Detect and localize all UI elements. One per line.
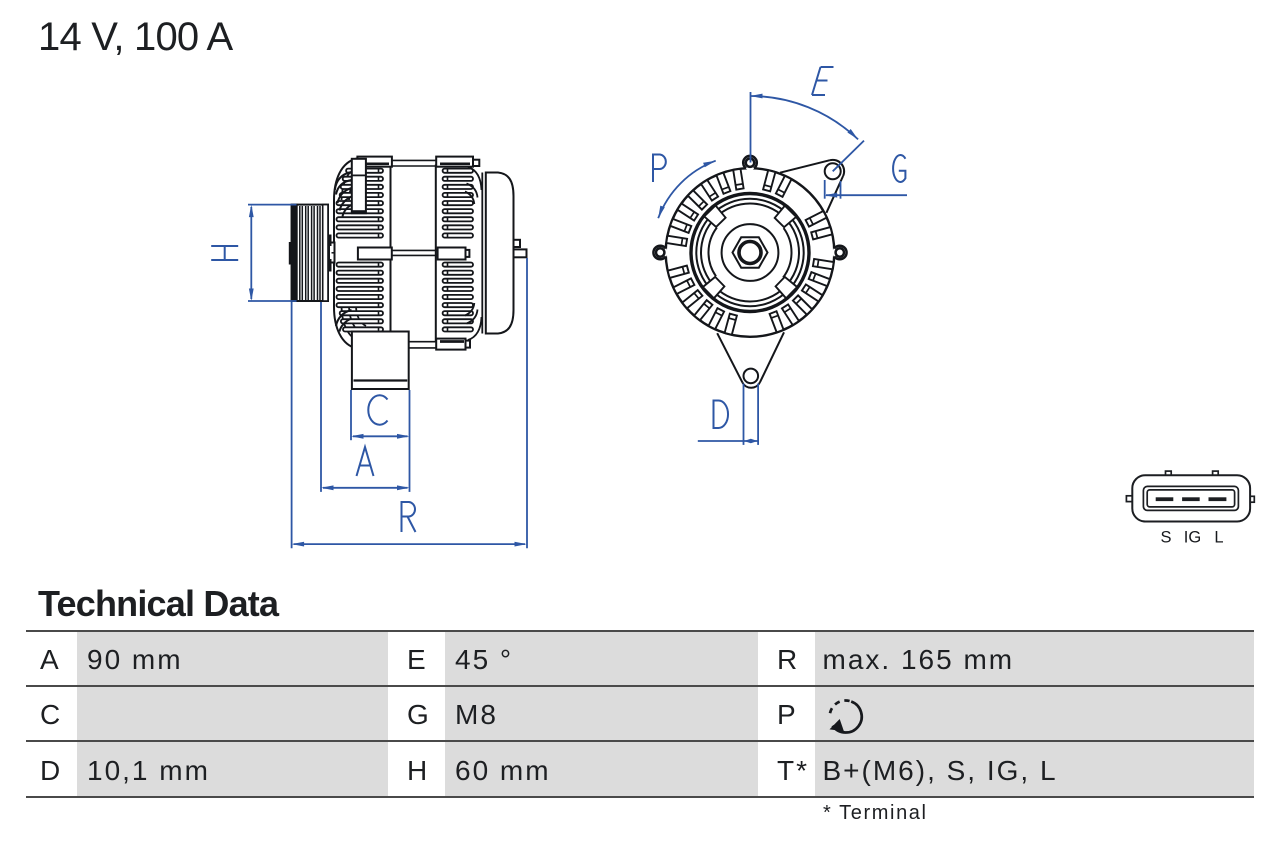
svg-text:IG: IG [1184, 529, 1201, 547]
svg-text:L: L [1214, 529, 1223, 547]
svg-text:S: S [1160, 529, 1171, 547]
